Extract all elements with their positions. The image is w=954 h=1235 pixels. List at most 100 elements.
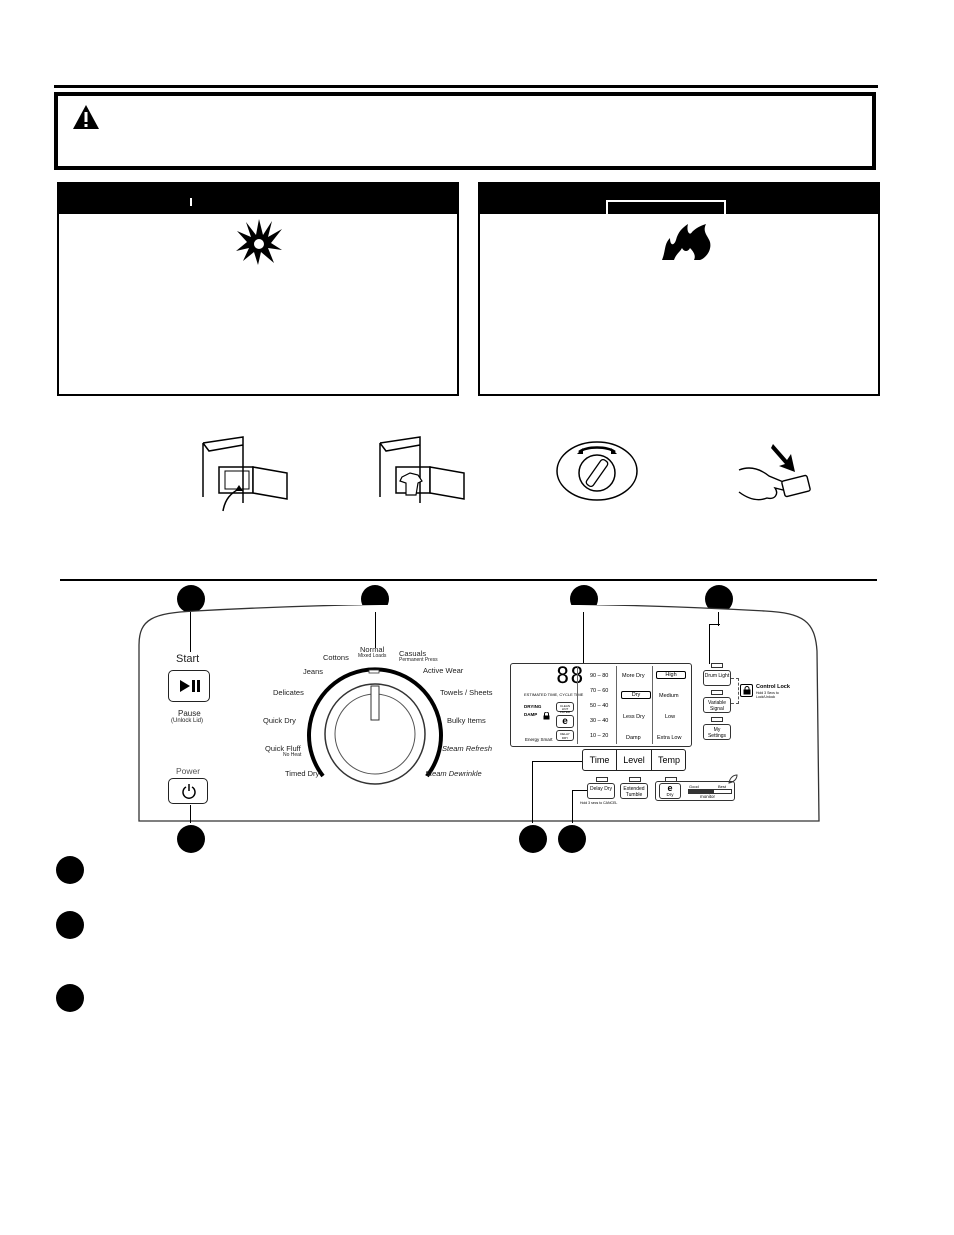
start-label: Start bbox=[176, 653, 200, 665]
control-lock-label: Control Lock bbox=[756, 684, 790, 690]
display-divider bbox=[577, 666, 578, 744]
monitor-best-label: Best bbox=[718, 784, 727, 789]
cycle-dial[interactable] bbox=[295, 660, 457, 785]
panel-header bbox=[59, 184, 457, 214]
cycle-bulky-items[interactable]: Bulky Items bbox=[447, 716, 486, 725]
cycle-casuals[interactable]: Casuals bbox=[399, 649, 427, 658]
monitor-bar bbox=[688, 789, 732, 794]
clean-lint-filter-indicator: CLEAN LINT FILTER bbox=[556, 702, 574, 714]
power-icon bbox=[182, 784, 196, 799]
cycle-jeans[interactable]: Jeans bbox=[303, 667, 324, 676]
panel-header bbox=[480, 184, 878, 214]
display-panel bbox=[510, 663, 692, 747]
time-value: 90 – 80 bbox=[590, 673, 609, 679]
fire-warning-panel bbox=[478, 182, 880, 396]
leader-line bbox=[190, 612, 191, 652]
my-settings-led bbox=[711, 717, 723, 722]
status-drying: DRYING bbox=[524, 704, 542, 709]
level-value: Damp bbox=[626, 735, 641, 741]
leader-line bbox=[190, 805, 191, 823]
e-letter: e bbox=[667, 783, 673, 793]
press-button-illustration bbox=[738, 444, 811, 501]
start-pause-button[interactable] bbox=[168, 670, 210, 702]
callout-circle bbox=[177, 585, 205, 613]
digit-readout: 88 bbox=[556, 664, 585, 689]
temp-button[interactable]: Temp bbox=[657, 755, 680, 765]
extended-tumble-led bbox=[629, 777, 641, 782]
temp-value: Extra Low bbox=[657, 735, 682, 741]
drum-light-led bbox=[711, 663, 723, 668]
cycle-timed-dry[interactable]: Timed Dry bbox=[285, 769, 320, 778]
leader-line bbox=[572, 790, 587, 823]
leader-line bbox=[709, 624, 719, 664]
fire-icon bbox=[662, 224, 711, 260]
delay-dry-button[interactable]: Delay Dry bbox=[587, 783, 615, 799]
callout-circle bbox=[519, 825, 547, 853]
delay-dry-indicator: DELAY DRY bbox=[556, 730, 574, 741]
variable-signal-led bbox=[711, 690, 723, 695]
callout-circle bbox=[177, 825, 205, 853]
time-value: 30 – 40 bbox=[590, 718, 609, 724]
time-button[interactable]: Time bbox=[583, 750, 617, 770]
drum-light-button[interactable]: Drum Light bbox=[703, 670, 731, 686]
play-pause-icon bbox=[180, 680, 200, 692]
cycle-quick-dry[interactable]: Quick Dry bbox=[263, 716, 296, 725]
leaf-icon bbox=[728, 774, 738, 784]
leader-line bbox=[718, 612, 719, 624]
temp-value-selected: High bbox=[656, 671, 686, 679]
callout-circle bbox=[56, 984, 84, 1012]
level-value: More Dry bbox=[622, 673, 645, 679]
temp-value: Low bbox=[665, 714, 676, 720]
display-e-indicator: e bbox=[556, 715, 574, 728]
cycle-normal-note: Mixed Loads bbox=[358, 653, 387, 659]
section-rule bbox=[60, 579, 877, 581]
cycle-steam-refresh[interactable]: Steam Refresh bbox=[442, 744, 493, 753]
lock-icon bbox=[543, 712, 550, 720]
e-dry-group bbox=[655, 781, 735, 801]
power-button[interactable] bbox=[168, 778, 208, 804]
control-panel-outline bbox=[138, 605, 820, 822]
display-divider bbox=[652, 666, 653, 744]
variable-signal-button[interactable]: Variable Signal bbox=[703, 697, 731, 713]
power-label: Power bbox=[176, 766, 201, 776]
leader-line bbox=[532, 761, 582, 823]
time-value: 50 – 40 bbox=[590, 703, 609, 709]
cycle-quick-fluff[interactable]: Quick Fluff bbox=[265, 744, 301, 753]
time-value: 10 – 20 bbox=[590, 733, 609, 739]
cycle-knob-illustration bbox=[556, 441, 638, 501]
temp-value: Medium bbox=[659, 693, 679, 699]
cycle-active-wear[interactable]: Active Wear bbox=[423, 666, 464, 675]
lint-filter-illustration bbox=[202, 436, 288, 512]
my-settings-button[interactable]: My Settings bbox=[703, 724, 731, 740]
control-lock-indicator bbox=[740, 684, 753, 697]
warning-triangle-icon bbox=[73, 105, 99, 129]
delay-dry-led bbox=[596, 777, 608, 782]
digits-label: ESTIMATED TIME, CYCLE TIME bbox=[524, 692, 584, 697]
e-dry-button[interactable]: e Dry bbox=[659, 783, 681, 799]
cycle-normal[interactable]: Normal bbox=[360, 645, 385, 654]
display-divider bbox=[616, 666, 617, 744]
pause-label: Pause bbox=[178, 709, 201, 718]
lock-icon bbox=[743, 686, 751, 695]
level-value: Less Dry bbox=[623, 714, 645, 720]
control-lock-note: Hold 3 Secs to Lock/Unlock bbox=[756, 691, 779, 699]
cycle-delicates[interactable]: Delicates bbox=[273, 688, 304, 697]
leader-line bbox=[583, 612, 584, 664]
cycle-casuals-note: Permanent Press bbox=[399, 657, 438, 663]
level-button[interactable]: Level bbox=[617, 750, 652, 770]
cycle-towels-sheets[interactable]: Towels / Sheets bbox=[440, 688, 493, 697]
explosion-icon bbox=[236, 219, 282, 265]
level-value-selected: Dry bbox=[621, 691, 651, 699]
explosion-warning-panel bbox=[57, 182, 459, 396]
clothes-in-dryer-illustration bbox=[379, 436, 465, 503]
cycle-steam-dewrinkle[interactable]: Steam Dewrinkle bbox=[425, 769, 482, 778]
leader-line bbox=[718, 624, 720, 626]
top-rule bbox=[54, 85, 878, 88]
extended-tumble-button[interactable]: Extended Tumble bbox=[620, 783, 648, 799]
callout-circle bbox=[56, 856, 84, 884]
cycle-cottons[interactable]: Cottons bbox=[323, 653, 349, 662]
cycle-quick-fluff-note: No Heat bbox=[283, 752, 302, 758]
monitor-label: monitor bbox=[700, 794, 716, 799]
control-lock-bracket bbox=[731, 678, 739, 704]
unlock-lid-note: (Unlock Lid) bbox=[171, 718, 204, 724]
